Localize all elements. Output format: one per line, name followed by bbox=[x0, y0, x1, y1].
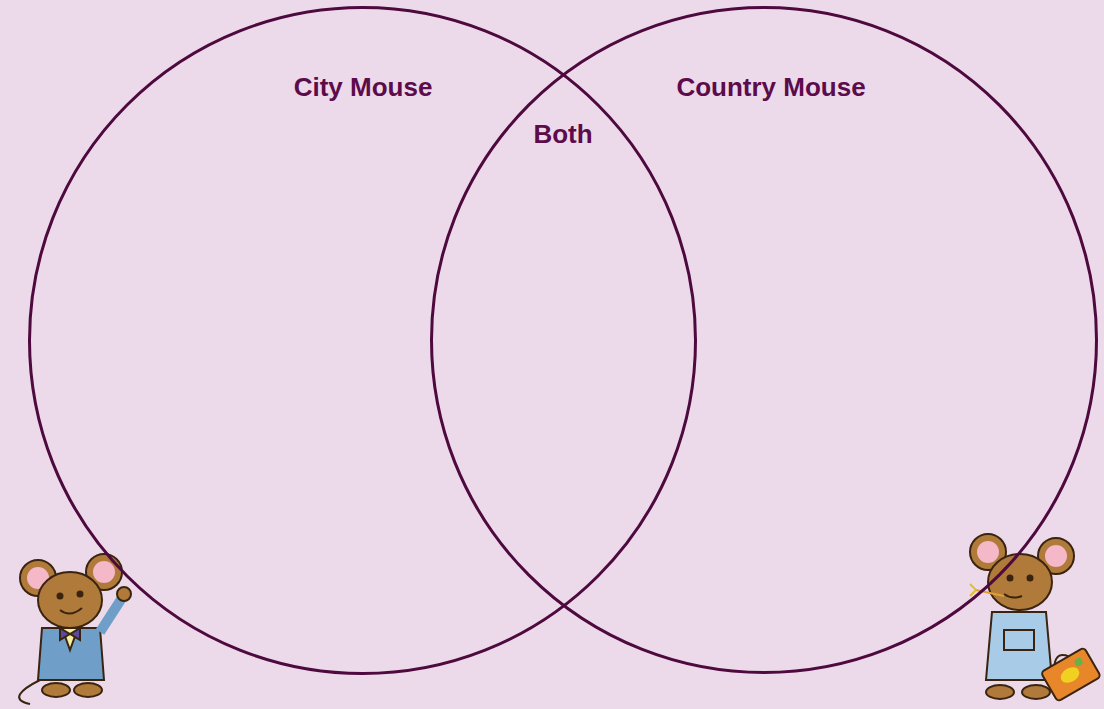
circle-outline bbox=[430, 6, 1098, 674]
city-mouse bbox=[19, 554, 131, 704]
venn-circle: Country Mouse bbox=[430, 6, 1098, 674]
venn-circle: City Mouse bbox=[28, 6, 697, 675]
country-mouse bbox=[970, 534, 1101, 702]
circle-outline bbox=[28, 6, 697, 675]
overlap-label: Both bbox=[533, 119, 592, 150]
set-title: Country Mouse bbox=[676, 72, 865, 103]
set-title: City Mouse bbox=[294, 72, 433, 103]
